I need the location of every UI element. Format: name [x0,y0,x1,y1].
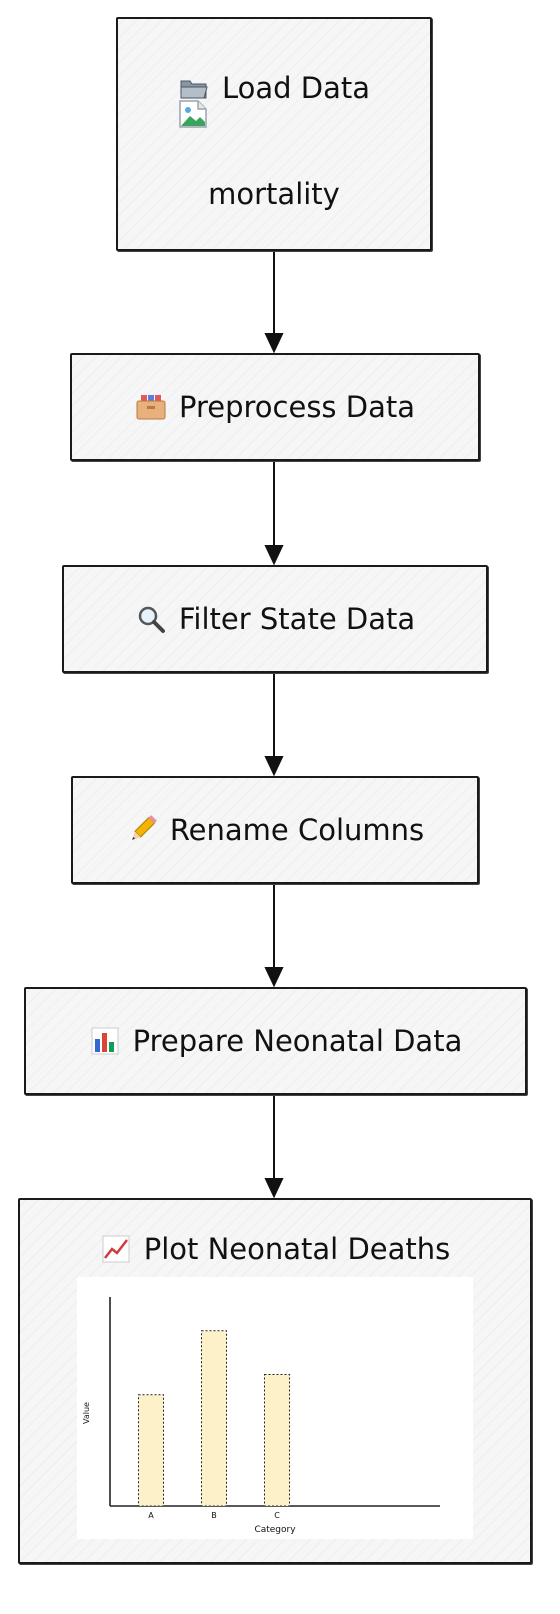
node-preprocess-data[interactable]: Preprocess Data [70,353,480,461]
x-tick-label-C: C [274,1511,280,1520]
x-tick-label-B: B [211,1511,217,1520]
node-rename-columns-title: Rename Columns [169,813,425,847]
bar-A [138,1394,164,1507]
chart-increasing-icon [100,1233,132,1265]
node-load-data-subtitle: mortality [208,177,340,211]
node-plot-neonatal-deaths-title: Plot Neonatal Deaths [143,1232,451,1266]
node-prepare-neonatal-data[interactable]: Prepare Neonatal Data [24,987,527,1095]
magnifier-icon [135,603,167,635]
broken-image-icon [178,99,208,129]
y-axis-label: Value [82,1402,91,1424]
bar-chart-icon [89,1025,121,1057]
x-axis-label: Category [254,1525,296,1535]
folder-icon [178,72,210,104]
pencil-icon [126,814,158,846]
card-file-box-icon [135,391,167,423]
node-filter-state-data[interactable]: Filter State Data [62,565,488,673]
chart-svg: A B C Category Value [82,1297,440,1535]
node-preprocess-data-title: Preprocess Data [178,390,415,424]
neonatal-chart: A B C Category Value [77,1277,473,1539]
node-load-data[interactable]: Load Data mortality [116,17,432,251]
node-load-data-title: Load Data [221,71,371,105]
x-tick-label-A: A [148,1511,154,1520]
bar-B [201,1330,227,1507]
node-prepare-neonatal-data-title: Prepare Neonatal Data [132,1024,463,1058]
node-rename-columns[interactable]: Rename Columns [71,776,479,884]
node-filter-state-data-title: Filter State Data [178,602,416,636]
bar-C [264,1374,290,1507]
